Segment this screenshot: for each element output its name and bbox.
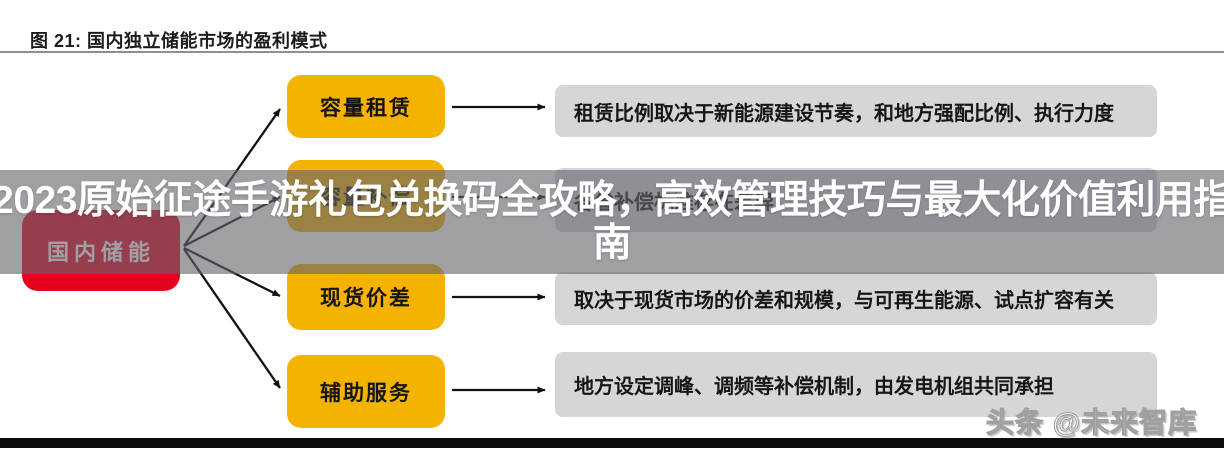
mode-desc-capacity-lease: 租赁比例取决于新能源建设节奏，和地方强配比例、执行力度 [555, 85, 1157, 137]
overlay-banner-line2: 南 [592, 222, 632, 265]
watermark-toutiao-logo: 头条 @未来智库 [985, 406, 1198, 438]
mode-node-capacity-lease: 容量租赁 [287, 75, 445, 138]
mode-desc-spot-price-spread: 取决于现货市场的价差和规模，与可再生能源、试点扩容有关 [555, 272, 1157, 325]
mode-desc-ancillary-services: 地方设定调峰、调频等补偿机制，由发电机组共同承担 [555, 352, 1157, 417]
footer-bar [0, 438, 1224, 448]
mode-node-spot-price-spread: 现货价差 [287, 264, 445, 330]
overlay-banner: 2023原始征途手游礼包兑换码全攻略，高效管理技巧与最大化价值利用指 南 [0, 170, 1224, 274]
figure-title: 图 21: 国内独立储能市场的盈利模式 [30, 31, 328, 51]
overlay-banner-line1: 2023原始征途手游礼包兑换码全攻略，高效管理技巧与最大化价值利用指 [0, 179, 1224, 222]
title-divider [0, 51, 1224, 53]
mode-node-ancillary-services: 辅助服务 [287, 355, 445, 428]
